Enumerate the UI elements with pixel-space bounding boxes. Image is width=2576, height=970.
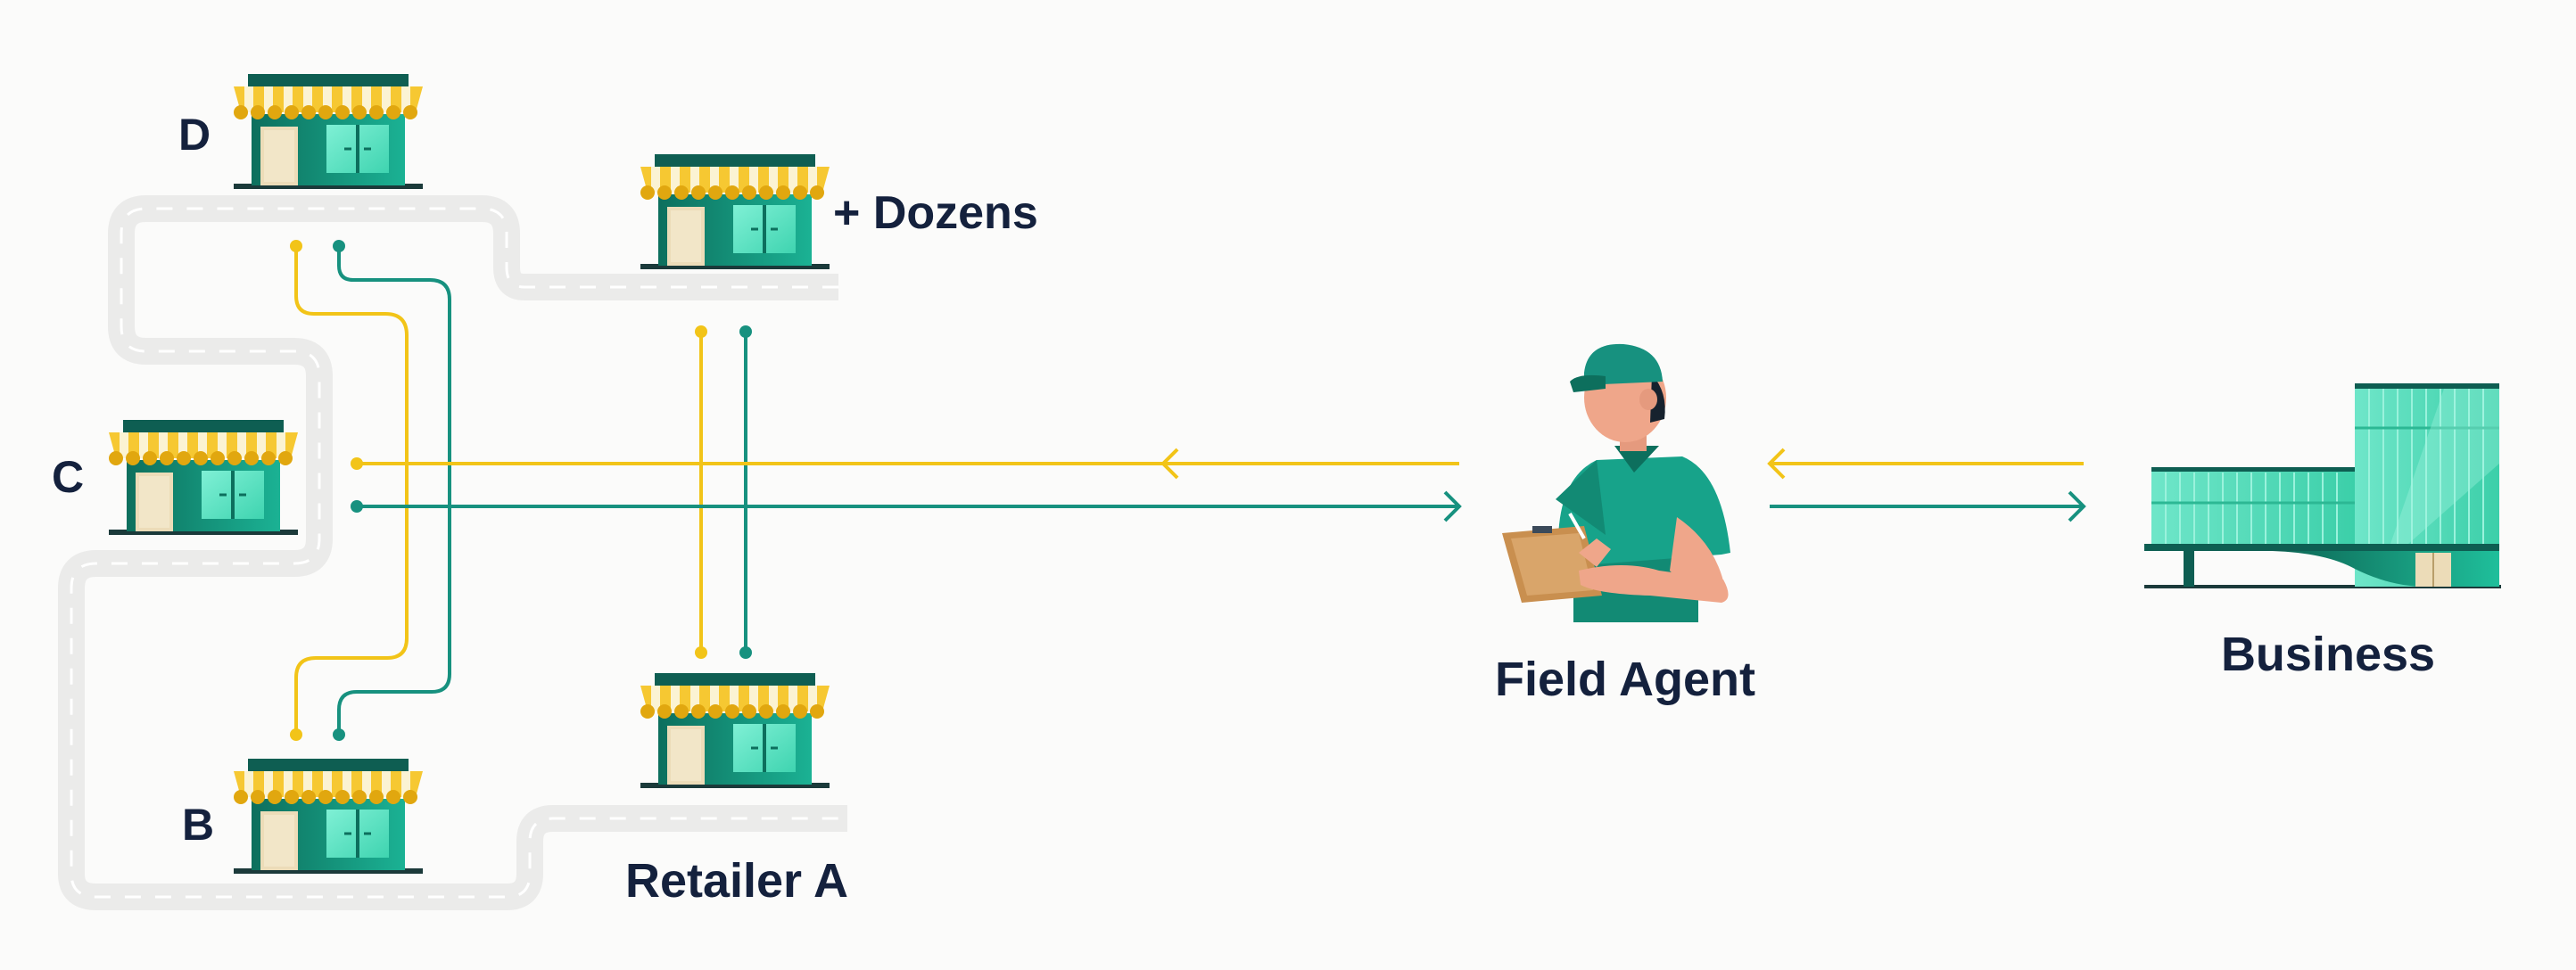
store-label-c: C <box>52 452 84 502</box>
store-icon <box>232 757 425 875</box>
field-agent-icon <box>1502 343 1730 622</box>
field-agent-label: Field Agent <box>1495 653 1755 706</box>
agent-flow-lines <box>357 448 1462 522</box>
store-icon <box>639 671 831 790</box>
arrow-right-icon <box>2068 490 2086 522</box>
store-icon <box>639 152 831 271</box>
store-icon <box>107 418 300 537</box>
road-network <box>58 195 847 910</box>
arrow-left-icon <box>1767 448 1786 480</box>
clipboard-icon <box>1502 526 1602 603</box>
office-building-icon <box>2144 383 2501 588</box>
business-flow-lines <box>1767 448 2086 522</box>
business-label: Business <box>2221 628 2435 681</box>
store-flow-lines <box>294 246 747 733</box>
arrow-right-icon <box>1443 490 1462 522</box>
arrow-left-icon <box>1160 448 1179 480</box>
dozens-label: + Dozens <box>833 187 1038 239</box>
store-label-d: D <box>178 110 211 160</box>
store-icon <box>232 72 425 191</box>
retailer-a-label: Retailer A <box>625 854 848 908</box>
store-label-b: B <box>182 800 214 850</box>
